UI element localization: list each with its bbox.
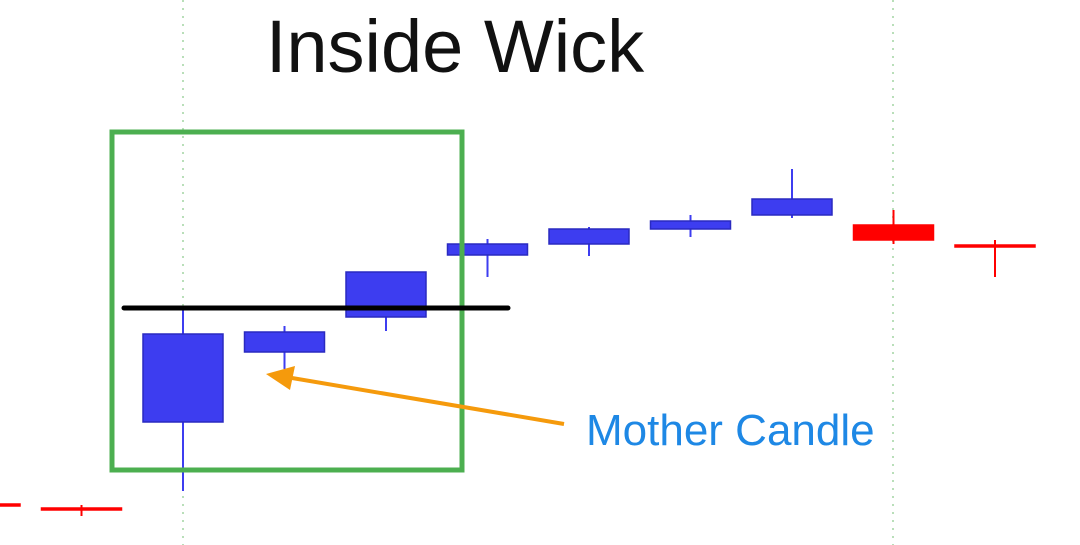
candle-body [548,228,630,245]
candles [0,169,1036,516]
chart-title: Inside Wick [266,5,645,88]
candle [142,308,224,491]
annotation-arrow-shaft [291,376,565,426]
candle-body [751,198,833,216]
overlays [109,129,565,473]
candle [345,271,427,331]
candle [852,210,935,244]
candle-body [40,507,123,511]
candle [751,169,833,218]
mother-candle-body [142,333,224,423]
candle [548,227,630,256]
candle [0,503,21,507]
annotation-label: Mother Candle [586,406,875,455]
candle-body [446,243,529,256]
candle-body [954,244,1036,248]
candle [446,239,529,277]
candle [40,505,123,516]
candle-body [0,503,21,507]
candle-body [649,220,732,230]
inside-box [109,129,465,473]
candle [649,215,732,237]
candle-body [243,331,326,353]
grid-lines [182,0,894,545]
candle-body [852,224,935,241]
annotation-arrow-head [266,366,295,390]
candle [954,240,1036,277]
candle [243,326,326,369]
